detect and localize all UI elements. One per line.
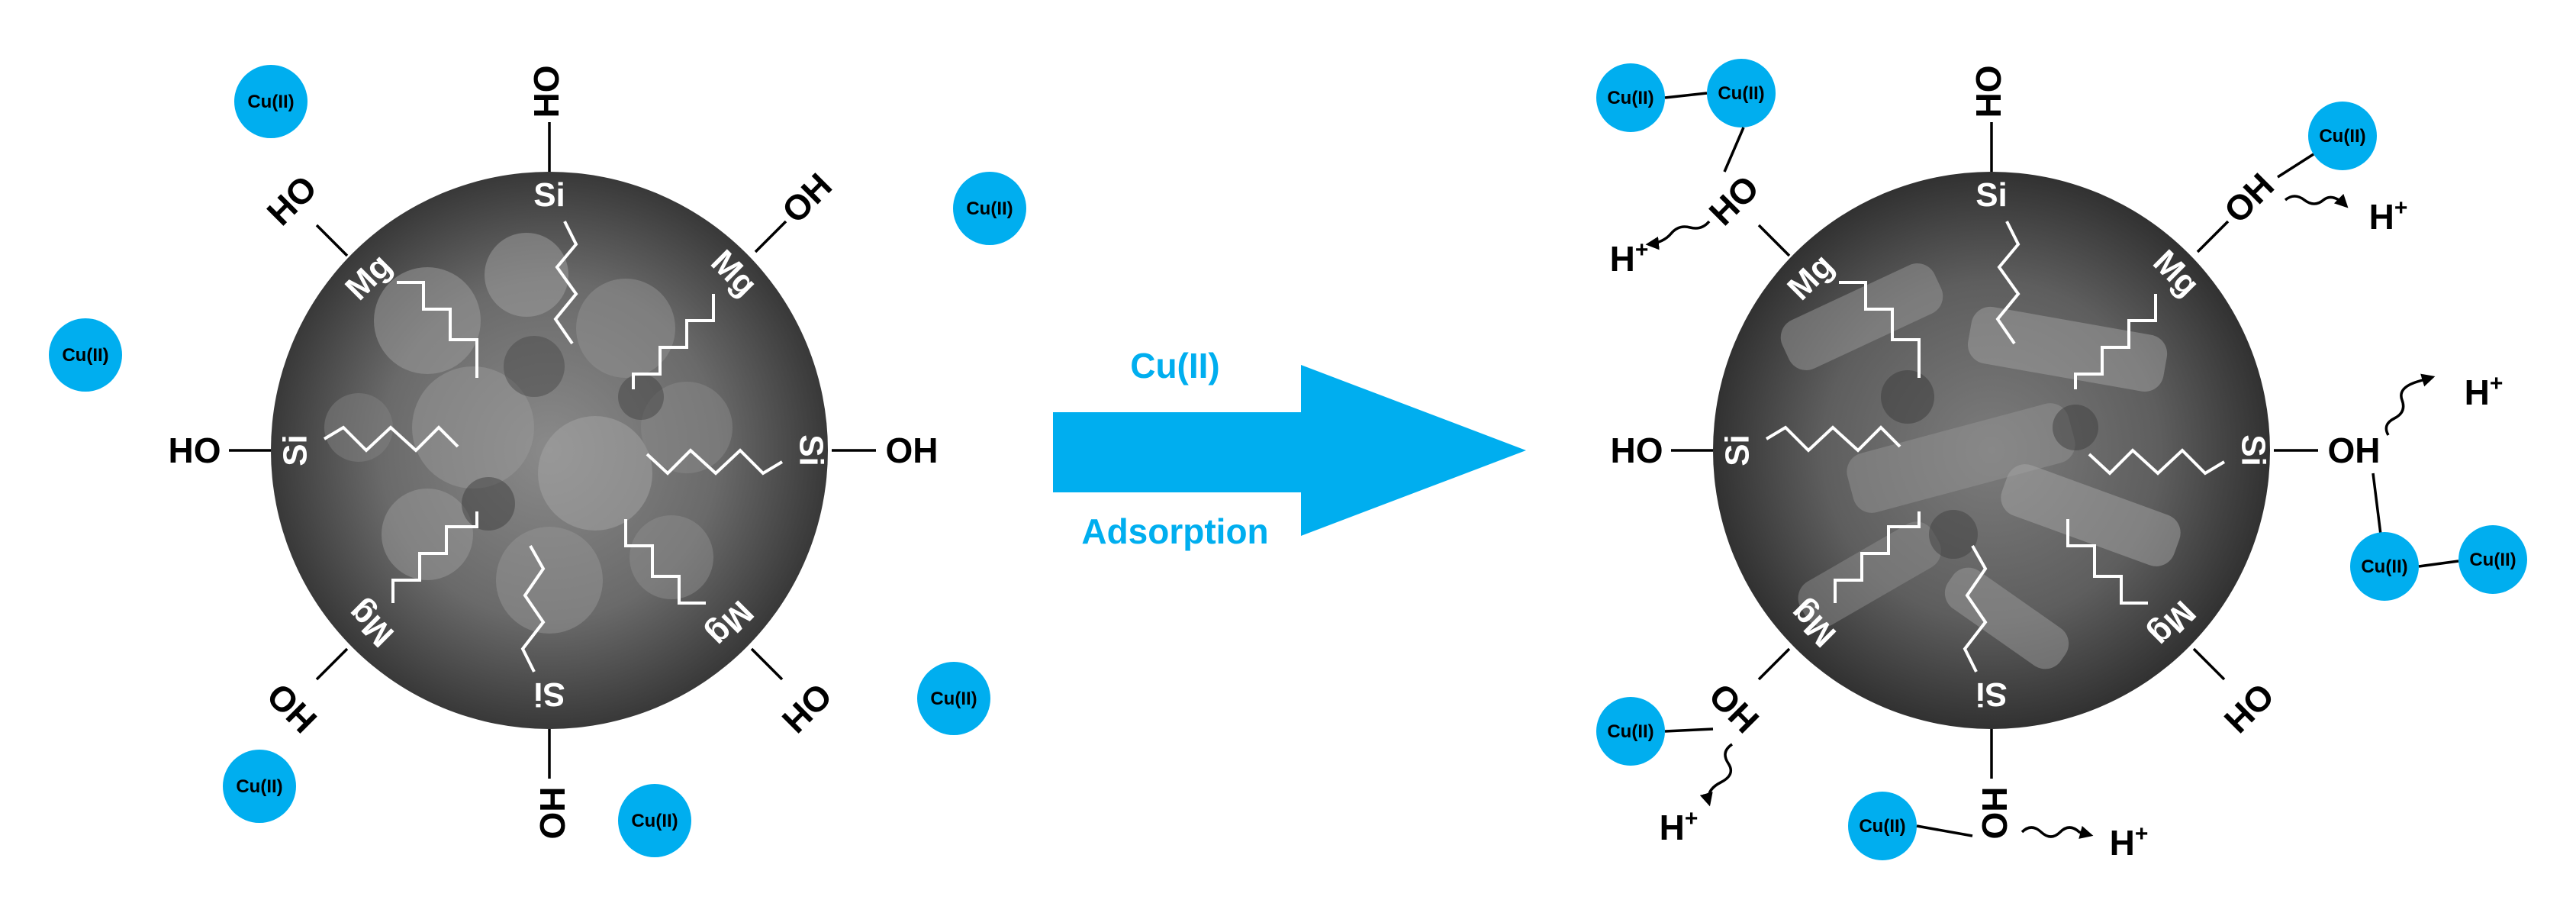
proton-release-bottom: H+ xyxy=(2021,821,2149,863)
hydroxyl-label: HO xyxy=(1975,787,2014,840)
hydroxyl-label: HO xyxy=(526,66,566,118)
hydroxyl-label: OH xyxy=(2217,676,2282,741)
si-oh-bottom-right-particle: HO Si xyxy=(1963,545,2014,840)
wavy-arrow-icon xyxy=(2284,193,2349,208)
arrow-top-label: Cu(II) xyxy=(1130,346,1220,385)
adsorbed-copper-top-right: Cu(II) xyxy=(2277,102,2377,179)
proton-release-right: H+ xyxy=(2384,371,2504,436)
si-oh-top-right-particle: HO Si xyxy=(1969,66,2021,345)
copper-ion-label: Cu(II) xyxy=(1718,83,1764,104)
alkyl-chain-icon xyxy=(1963,545,1988,673)
proton-release-bottom-left: H+ xyxy=(1660,743,1734,847)
silicon-label: Si xyxy=(533,176,565,214)
arrow-bottom-label: Adsorption xyxy=(1081,511,1268,551)
copper-ion-label: Cu(II) xyxy=(1607,721,1653,742)
wavy-arrow-icon xyxy=(2021,825,2094,839)
alkyl-chain-icon xyxy=(323,425,459,453)
wavy-arrow-icon xyxy=(1699,743,1734,807)
proton-label: H+ xyxy=(1610,237,1649,279)
alkyl-chain-icon xyxy=(624,519,706,605)
hydroxyl-label: OH xyxy=(2328,431,2381,470)
wavy-arrow-icon xyxy=(1645,220,1711,250)
alkyl-chain-icon xyxy=(632,294,715,389)
copper-ion: Cu(II) xyxy=(953,172,1026,245)
alkyl-chain-icon xyxy=(1834,511,1921,603)
adsorbed-copper-pair-right: Cu(II) Cu(II) xyxy=(2350,473,2527,601)
hydroxyl-label: OH xyxy=(2217,166,2282,231)
hydroxyl-label: OH xyxy=(886,431,939,470)
silicon-label: Si xyxy=(1719,434,1757,466)
adsorbed-copper-bottom-left: Cu(II) xyxy=(1596,697,1714,766)
process-arrow: Cu(II) Adsorption xyxy=(1053,346,1526,551)
silicon-label: Si xyxy=(277,434,314,466)
hydroxyl-label: HO xyxy=(259,168,325,234)
copper-ion-label: Cu(II) xyxy=(631,811,678,831)
alkyl-chain-icon xyxy=(2088,448,2226,476)
copper-ion-label: Cu(II) xyxy=(247,92,294,112)
alkyl-chain-icon xyxy=(1765,425,1901,453)
particle-after xyxy=(1713,172,2270,729)
hydroxyl-label: HO xyxy=(259,676,325,741)
copper-ion-label: Cu(II) xyxy=(1859,816,1905,837)
copper-ion-label: Cu(II) xyxy=(966,198,1013,219)
silicon-label: Si xyxy=(1975,676,2008,713)
copper-ion-label: Cu(II) xyxy=(1607,88,1653,108)
hydroxyl-label: HO xyxy=(1702,676,1767,741)
alkyl-chain-icon xyxy=(2074,294,2157,389)
copper-ion: Cu(II) xyxy=(234,65,308,138)
copper-ion-label: Cu(II) xyxy=(2469,550,2516,570)
copper-ion: Cu(II) xyxy=(917,662,990,735)
hydroxyl-label: HO xyxy=(169,431,221,470)
hydroxyl-label: HO xyxy=(1702,168,1767,234)
silicon-label: Si xyxy=(533,676,565,713)
particle-before xyxy=(271,172,828,729)
proton-label: H+ xyxy=(2369,195,2408,237)
hydroxyl-label: OH xyxy=(774,166,840,231)
alkyl-chain-icon xyxy=(391,511,478,603)
proton-label: H+ xyxy=(2465,371,2504,412)
si-oh-right-left: OH Si xyxy=(646,431,939,476)
alkyl-chain-icon xyxy=(2066,519,2148,605)
alkyl-chain-icon xyxy=(553,221,578,345)
silicon-label: Si xyxy=(2234,434,2272,466)
copper-ion: Cu(II) xyxy=(49,318,122,392)
hydroxyl-label: OH xyxy=(774,676,840,741)
copper-ion: Cu(II) xyxy=(618,784,691,857)
si-oh-top-left: HO Si xyxy=(526,66,578,345)
copper-ion-label: Cu(II) xyxy=(2319,126,2365,147)
si-oh-right-right-particle: OH Si xyxy=(2088,431,2381,476)
copper-ion: Cu(II) xyxy=(223,750,296,823)
proton-release-top-right: H+ xyxy=(2284,193,2408,237)
right-arrow-icon xyxy=(1053,365,1526,536)
particle-texture xyxy=(324,233,733,634)
alkyl-chain-icon xyxy=(1995,221,2021,345)
alkyl-chain-icon xyxy=(646,448,784,476)
hydroxyl-label: HO xyxy=(1969,66,2008,118)
adsorbed-copper-pair-top-left: Cu(II) Cu(II) xyxy=(1596,59,1776,173)
si-oh-left-left: HO Si xyxy=(169,425,459,470)
proton-label: H+ xyxy=(1660,806,1699,847)
si-oh-left-right-particle: HO Si xyxy=(1611,425,1901,470)
si-oh-bottom-left: HO Si xyxy=(520,545,572,840)
silicon-label: Si xyxy=(792,434,829,466)
copper-ion-label: Cu(II) xyxy=(2361,556,2407,577)
silicon-label: Si xyxy=(1975,176,2008,214)
alkyl-chain-icon xyxy=(520,545,546,673)
copper-ion-label: Cu(II) xyxy=(62,345,108,366)
copper-ion-label: Cu(II) xyxy=(236,776,282,797)
wavy-arrow-icon xyxy=(2384,373,2436,436)
alkyl-chain-icon xyxy=(397,281,478,378)
copper-ion-label: Cu(II) xyxy=(930,689,977,709)
proton-label: H+ xyxy=(2110,821,2149,863)
hydroxyl-label: HO xyxy=(533,787,572,840)
alkyl-chain-icon xyxy=(1839,281,1921,378)
particle-texture xyxy=(1780,263,2181,669)
adsorbed-copper-bottom: Cu(II) xyxy=(1848,792,1973,860)
hydroxyl-label: HO xyxy=(1611,431,1663,470)
proton-release-top-left: H+ xyxy=(1610,220,1711,279)
